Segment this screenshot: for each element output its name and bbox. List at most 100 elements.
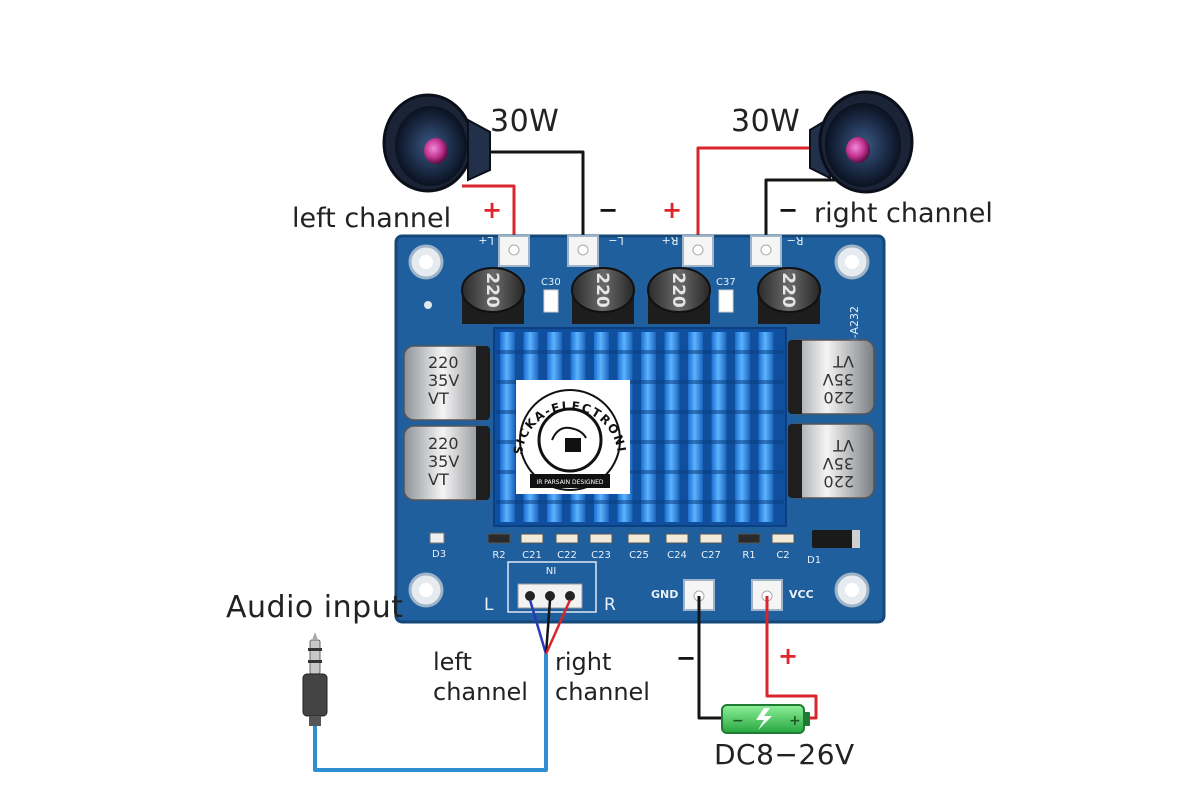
right-minus-wire <box>764 178 835 248</box>
capacitor-large: 220 35V VT <box>403 345 491 421</box>
top-terminals: L+ L− R+ R− <box>478 234 803 267</box>
gnd-label: GND <box>651 588 678 601</box>
audio-left-channel-line1: left <box>433 648 472 676</box>
left-speaker-icon <box>382 93 491 193</box>
speaker-wires <box>462 146 840 248</box>
audio-left-wire <box>528 599 548 655</box>
svg-text:220: 220 <box>482 272 502 308</box>
smd-component <box>665 533 689 544</box>
audio-input-wires <box>313 599 572 772</box>
heatsink-slot <box>496 350 784 354</box>
audio-left-channel-line2: channel <box>433 678 528 706</box>
svg-text:220: 220 <box>428 434 459 453</box>
input-left-pin-label: L <box>484 595 494 615</box>
smd-component-row: R2 C21 C22 C23 C25 C24 C27 R1 C2 <box>487 533 795 561</box>
input-right-pin-label: R <box>604 595 616 615</box>
heatsink-fin <box>664 332 680 522</box>
svg-text:220: 220 <box>823 388 854 407</box>
terminal-label-r-plus: R+ <box>662 234 679 247</box>
inductors: 220 220 220 220 <box>461 267 821 324</box>
smd-component <box>737 533 761 544</box>
smd-component <box>487 533 511 544</box>
svg-text:−: − <box>732 713 744 729</box>
smd-component-label: C2 <box>776 550 789 561</box>
heatsink-fin <box>688 332 703 522</box>
heatsink-fin <box>500 332 515 522</box>
svg-text:35V: 35V <box>428 371 459 390</box>
svg-text:+: + <box>789 713 801 729</box>
svg-text:220: 220 <box>823 472 854 491</box>
svg-text:220: 220 <box>668 272 688 308</box>
amplifier-board: L+ L− R+ R− C30 C37 220 220 2 <box>394 234 886 624</box>
smd-component-label: C23 <box>591 550 611 561</box>
audio-right-channel-line1: right <box>555 648 612 676</box>
audio-cable <box>313 654 548 772</box>
heatsink-slot <box>496 440 784 444</box>
mounting-holes <box>408 244 870 608</box>
svg-text:VT: VT <box>833 436 854 455</box>
audio-ground-wire <box>544 599 552 655</box>
power-wires <box>697 596 818 720</box>
svg-text:VT: VT <box>428 389 449 408</box>
inductor: 220 <box>647 267 711 324</box>
heatsink-slot <box>496 470 784 474</box>
left-channel-label: left channel <box>292 203 452 234</box>
smd-component-label: C25 <box>629 550 649 561</box>
smd-component <box>520 533 544 544</box>
right-minus-sign: − <box>778 196 799 224</box>
smd-component <box>555 533 579 544</box>
audio-jack-icon <box>302 632 328 726</box>
svg-text:220: 220 <box>778 272 798 308</box>
label-c37: C37 <box>716 277 736 288</box>
logo-bottom-text: IR PARSAIN DESIGNED <box>536 479 603 486</box>
smd-component <box>627 533 651 544</box>
heatsink-slot <box>496 380 784 384</box>
audio-right-channel-line2: channel <box>555 678 650 706</box>
svg-text:35V: 35V <box>823 370 854 389</box>
right-plus-wire <box>696 146 840 248</box>
left-plus-sign: + <box>482 196 503 224</box>
left-minus-wire <box>478 150 585 248</box>
inductor: 220 <box>461 267 525 324</box>
left-plus-wire <box>462 184 516 248</box>
svg-text:220: 220 <box>592 272 612 308</box>
inductor: 220 <box>571 267 635 324</box>
smd-component <box>699 533 723 544</box>
capacitor-large: 220 35V VT <box>787 423 875 499</box>
right-plus-sign: + <box>662 196 683 224</box>
label-d1: D1 <box>807 555 821 566</box>
svg-text:VT: VT <box>428 470 449 489</box>
heatsink-slot <box>496 410 784 414</box>
left-speaker-power: 30W <box>490 104 560 139</box>
right-speaker-power: 30W <box>731 104 801 139</box>
vcc-wire <box>765 596 818 720</box>
smd-component-label: C24 <box>667 550 687 561</box>
smd-component <box>771 533 795 544</box>
capacitor-large: 220 35V VT <box>787 339 875 415</box>
svg-text:35V: 35V <box>823 454 854 473</box>
svg-text:220: 220 <box>428 353 459 372</box>
heatsink-slot <box>496 500 784 504</box>
vcc-label: VCC <box>789 588 814 601</box>
heatsink-fin <box>758 332 774 522</box>
gnd-minus-sign: − <box>676 644 697 672</box>
smd-component-label: C22 <box>557 550 577 561</box>
smd-component-label: R1 <box>742 550 755 561</box>
smd-component-label: C21 <box>522 550 542 561</box>
left-minus-sign: − <box>598 196 619 224</box>
terminal-label-l-plus: L+ <box>478 234 493 247</box>
heatsink-fin <box>641 332 656 522</box>
input-header-label: IN <box>546 564 556 575</box>
label-c30: C30 <box>541 277 561 288</box>
capacitor-large: 220 35V VT <box>403 425 491 501</box>
smd-component <box>589 533 613 544</box>
terminal-label-l-minus: L− <box>608 234 623 247</box>
label-d3: D3 <box>432 549 446 560</box>
heatsink-fin <box>735 332 750 522</box>
audio-right-wire <box>544 599 572 655</box>
battery-icon: − + <box>721 704 810 734</box>
smd-component-label: C27 <box>701 550 721 561</box>
heatsink-fin <box>711 332 727 522</box>
smd-component-label: R2 <box>492 550 505 561</box>
